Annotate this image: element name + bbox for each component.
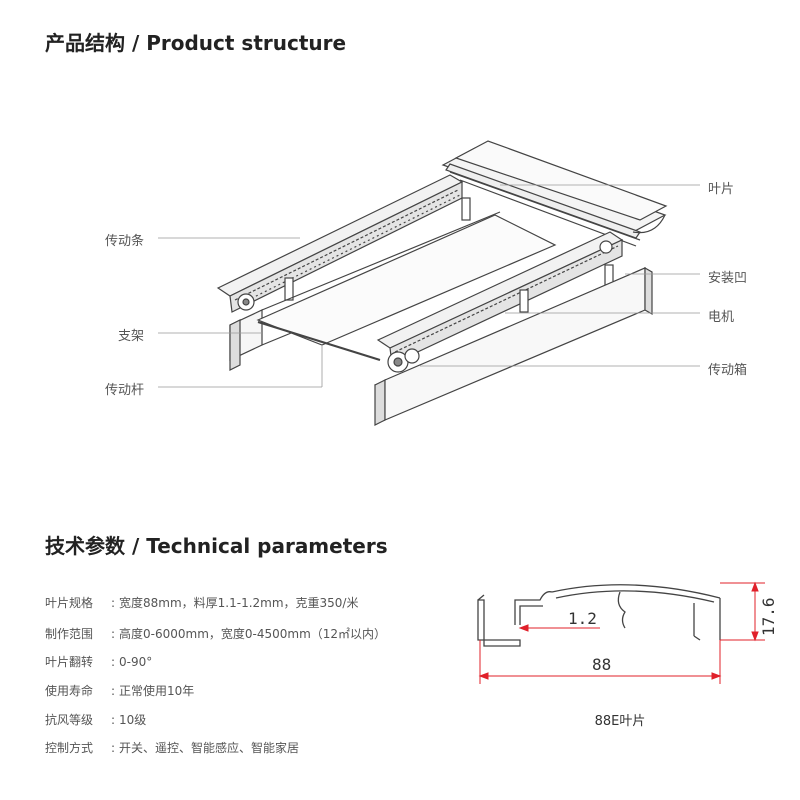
blade-slats xyxy=(441,140,668,247)
callout-drive-chain: 传动条 xyxy=(105,234,145,249)
param-value: 10级 xyxy=(119,713,147,727)
callout-mounting-bracket: 安装凹 xyxy=(708,271,748,286)
dim-width: 88 xyxy=(592,655,611,674)
param-value: 0-90° xyxy=(119,655,153,669)
callout-frame: 支架 xyxy=(118,329,145,344)
param-label: 使用寿命 xyxy=(45,684,94,698)
param-value: 宽度88mm，料厚1.1-1.2mm，克重350/米 xyxy=(119,596,359,610)
param-separator: : xyxy=(110,655,116,669)
profile-caption: 88E叶片 xyxy=(594,714,646,729)
param-value: 开关、遥控、智能感应、智能家居 xyxy=(119,741,300,755)
param-separator: : xyxy=(110,684,116,698)
left-support-frame xyxy=(229,211,501,371)
param-separator: : xyxy=(110,596,116,610)
param-row: 控制方式:开关、遥控、智能感应、智能家居 xyxy=(45,739,299,756)
param-label: 抗风等级 xyxy=(45,713,94,727)
param-value: 高度0-6000mm，宽度0-4500mm（12㎡以内） xyxy=(119,627,387,641)
param-separator: : xyxy=(110,713,116,727)
param-row: 叶片翻转:0-90° xyxy=(45,653,152,670)
param-row: 叶片规格:宽度88mm，料厚1.1-1.2mm，克重350/米 xyxy=(45,594,358,611)
param-label: 制作范围 xyxy=(45,627,94,641)
right-support-frame xyxy=(373,266,653,426)
callout-motor: 电机 xyxy=(708,310,735,325)
param-separator: : xyxy=(110,741,116,755)
param-label: 叶片规格 xyxy=(45,596,94,610)
param-row: 抗风等级:10级 xyxy=(45,711,146,728)
dim-height: 17.6 xyxy=(759,597,778,636)
param-row: 制作范围:高度0-6000mm，宽度0-4500mm（12㎡以内） xyxy=(45,625,386,642)
param-separator: : xyxy=(110,627,116,641)
left-drive-rail xyxy=(216,174,471,313)
param-label: 叶片翻转 xyxy=(45,655,94,669)
callout-blade: 叶片 xyxy=(708,182,735,197)
inner-panel xyxy=(256,214,557,362)
product-structure-title: 产品结构 / Product structure xyxy=(45,31,347,55)
param-value: 正常使用10年 xyxy=(119,684,195,698)
param-row: 使用寿命:正常使用10年 xyxy=(45,682,194,699)
param-label: 控制方式 xyxy=(45,741,94,755)
technical-parameters-title: 技术参数 / Technical parameters xyxy=(45,534,388,558)
dim-thickness: 1.2 xyxy=(568,609,597,628)
callout-drive-rod: 传动杆 xyxy=(105,383,145,398)
callout-drive-box: 传动箱 xyxy=(708,363,748,378)
drive-box xyxy=(237,240,613,373)
